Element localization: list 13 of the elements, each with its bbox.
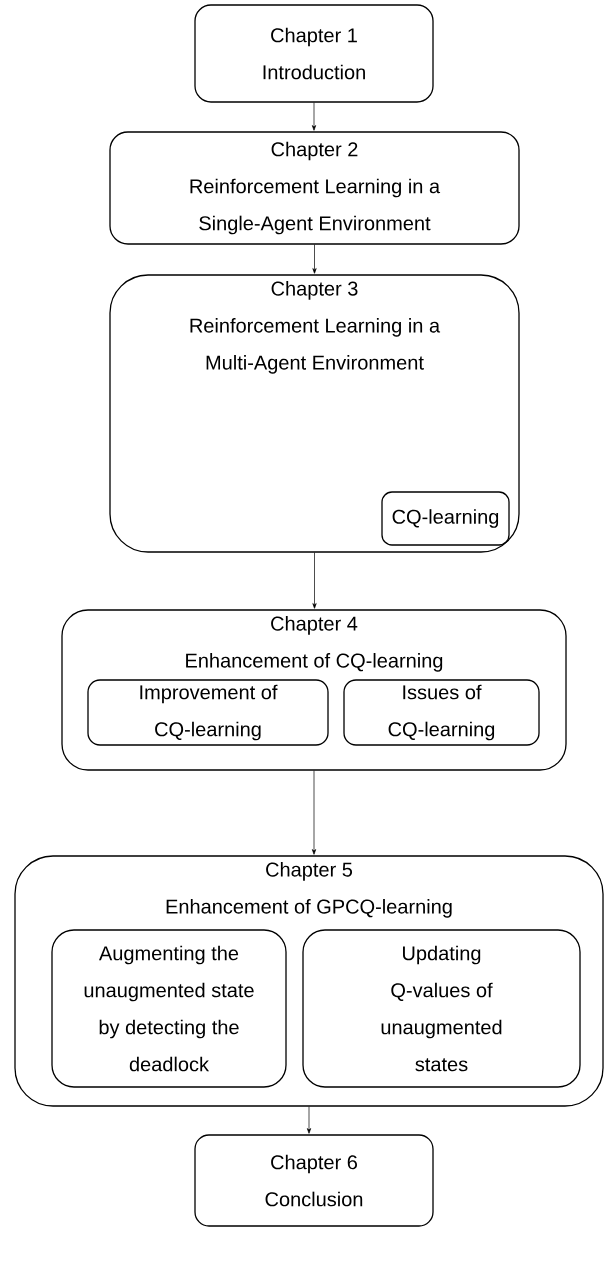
chapter-box: Chapter 2 Reinforcement Learning in a Single-Agent Environment [109, 131, 520, 245]
arrow [306, 1106, 312, 1134]
section-box: Improvement of CQ-learning [87, 679, 329, 746]
chapter-box: Chapter 6 Conclusion [194, 1134, 434, 1227]
section-box: Issues of CQ-learning [343, 679, 540, 746]
section-box: Augmenting the unaugmented state by detecting the deadlock [51, 929, 287, 1088]
arrow [312, 552, 317, 609]
arrow [311, 102, 317, 131]
arrow [311, 770, 317, 855]
chapter-box: Chapter 1 Introduction [194, 4, 434, 103]
section-box: Updating Q-values of unaugmented states [302, 929, 581, 1088]
section-box: CQ-learning [381, 491, 510, 546]
arrow [312, 244, 317, 274]
